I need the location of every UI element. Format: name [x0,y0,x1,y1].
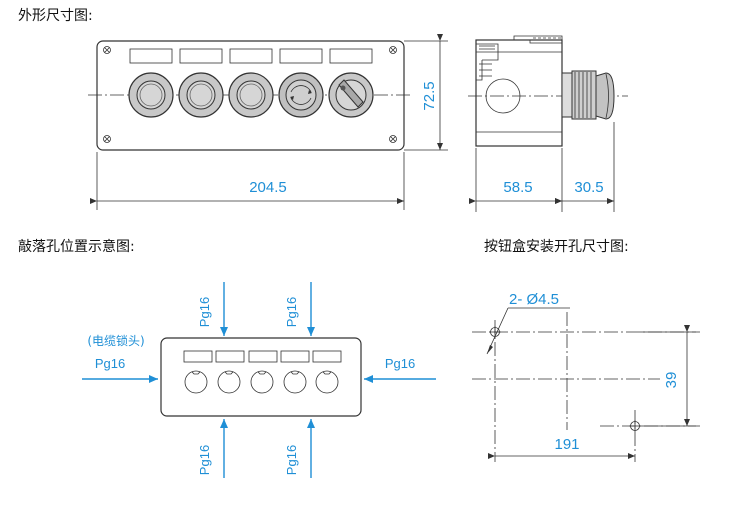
front-view: 204.5 72.5 [88,34,448,210]
pg16-label-top-right: Pg16 [284,297,299,327]
side-button [561,70,615,120]
knockout-label-plates [183,350,342,363]
mounting-diagram: 2- Ø4.5 39 191 [472,291,700,462]
knockout-button-holes [184,370,339,394]
pg16-label-bottom-left: Pg16 [197,445,212,475]
hole-spacing-y-value: 39 [663,372,680,389]
hole-spacing-x-value: 191 [554,436,579,453]
hole-spec-label: 2- Ø4.5 [509,291,559,308]
push-button-1 [128,72,174,118]
side-body [475,39,563,147]
pg16-label-top-left: Pg16 [197,297,212,327]
corner-screws [103,46,397,143]
enclosure-outline [96,40,405,151]
pg16-label-right: Pg16 [385,356,415,371]
emergency-stop-button [278,72,324,118]
push-button-2 [178,72,224,118]
button-protrusion-value: 30.5 [574,179,603,196]
mount-hole-bottom-right [629,420,641,432]
outline-title: 外形尺寸图: [18,8,93,24]
side-view: 58.5 30.5 [468,35,628,212]
width-dimension: 204.5 [90,152,405,210]
mounting-title: 按钮盒安装开孔尺寸图: [484,238,629,255]
knockout-enclosure [160,337,362,417]
knockout-diagram: Pg16 Pg16 Pg16 Pg16 Pg16 Pg16 (电缆锁头) [82,282,436,478]
knockout-title: 敲落孔位置示意图: [18,238,135,255]
height-value: 72.5 [421,81,438,110]
push-button-3 [228,72,274,118]
cable-gland-note: (电缆锁头) [87,333,144,348]
pg16-label-bottom-right: Pg16 [284,445,299,475]
depth-dimensions: 58.5 30.5 [469,122,615,212]
height-dimension: 72.5 [404,34,448,151]
pg16-label-left: Pg16 [95,356,125,371]
selector-switch [328,72,374,118]
width-value: 204.5 [249,179,287,196]
depth-value: 58.5 [503,179,532,196]
label-plates [129,48,373,64]
